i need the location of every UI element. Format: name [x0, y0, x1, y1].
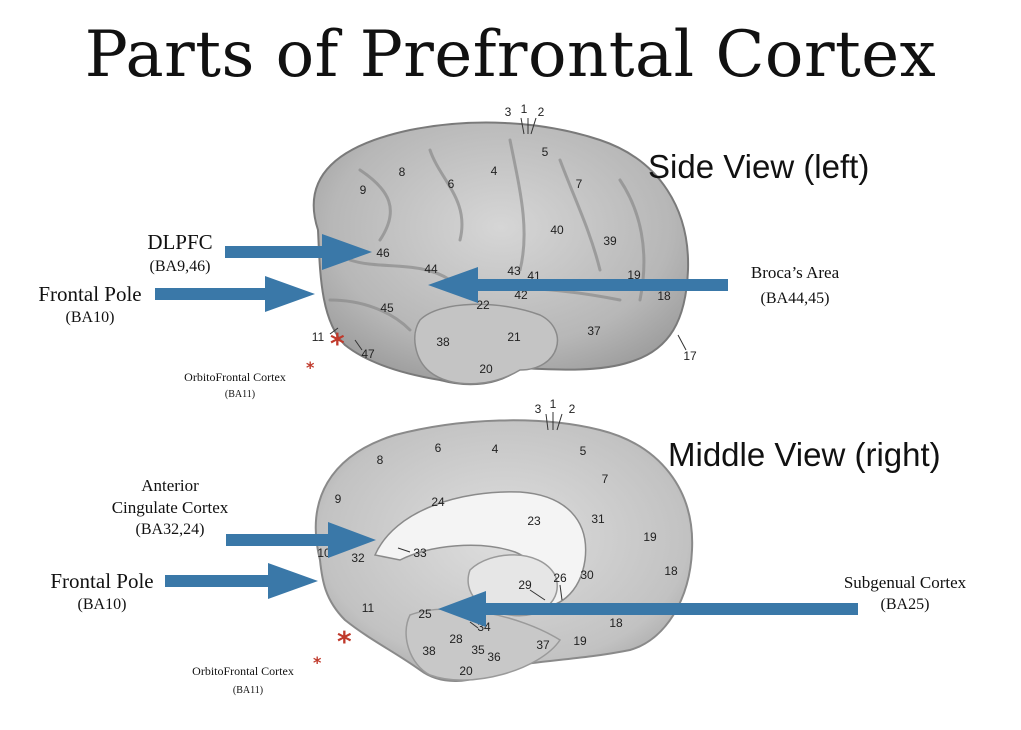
middle-frontal-pole-label: Frontal Pole: [50, 569, 154, 593]
side-area-number: 1: [521, 102, 528, 116]
page-title: Parts of Prefrontal Cortex: [84, 18, 937, 92]
side-ofc-asterisk: *: [306, 358, 315, 377]
side-area-number: 37: [587, 324, 601, 338]
middle-area-number: 8: [377, 453, 384, 467]
middle-brain-asterisk: *: [337, 625, 352, 658]
middle-area-number: 7: [602, 472, 609, 486]
subgenual-ba-label: (BA25): [880, 596, 930, 613]
middle-ofc-asterisk: *: [313, 653, 322, 672]
middle-area-number: 31: [591, 512, 605, 526]
side-area-number: 43: [507, 264, 521, 278]
side-area-number: 5: [542, 145, 549, 159]
side-area-number: 4: [491, 164, 498, 178]
middle-area-number: 32: [351, 551, 365, 565]
side-area-number: 3: [505, 105, 512, 119]
acc-arrow: [226, 522, 376, 558]
middle-area-number: 38: [422, 644, 436, 658]
middle-area-number: 9: [335, 492, 342, 506]
side-brain-asterisk: *: [330, 327, 345, 360]
middle-area-number: 36: [487, 650, 501, 664]
side-area-number: 47: [361, 347, 375, 361]
dlpfc-label: DLPFC: [147, 230, 213, 254]
side-frontal-pole-arrow: [155, 276, 315, 312]
subgenual-label: Subgenual Cortex: [843, 573, 967, 592]
middle-area-number: 3: [535, 402, 542, 416]
middle-frontal-pole-arrow: [165, 563, 318, 599]
side-brain-temporal-lobe: [414, 303, 559, 385]
middle-frontal-pole-ba-label: (BA10): [77, 596, 127, 613]
side-ofc-label: OrbitoFrontal Cortex: [184, 370, 286, 384]
side-frontal-pole-ba-label: (BA10): [65, 309, 115, 326]
side-brain-cerebrum: [312, 121, 690, 386]
middle-view-title: Middle View (right): [668, 436, 941, 473]
middle-area-number: 19: [643, 530, 657, 544]
middle-area-number: 26: [553, 571, 567, 585]
middle-area-number: 25: [418, 607, 432, 621]
middle-area-number: 4: [492, 442, 499, 456]
side-area-number: 46: [376, 246, 390, 260]
middle-area-number: 29: [518, 578, 532, 592]
middle-ofc-label: OrbitoFrontal Cortex: [192, 664, 294, 678]
middle-area-number: 24: [431, 495, 445, 509]
middle-area-number: 37: [536, 638, 550, 652]
middle-area-number: 23: [527, 514, 541, 528]
side-frontal-pole-label: Frontal Pole: [38, 282, 142, 306]
side-area-number: 42: [514, 288, 528, 302]
side-area-number: 44: [424, 262, 438, 276]
side-area-number: 18: [657, 289, 671, 303]
dlpfc-ba-label: (BA9,46): [149, 258, 211, 275]
acc-label-line2: Cingulate Cortex: [111, 498, 229, 517]
broca-arrow: [428, 267, 728, 303]
side-area-number: 38: [436, 335, 450, 349]
middle-area-number: 1: [550, 397, 557, 411]
side-ofc-ba-label: (BA11): [224, 389, 256, 400]
side-area-number: 17: [683, 349, 697, 363]
middle-area-number: 18: [664, 564, 678, 578]
side-area-number: 20: [479, 362, 493, 376]
middle-area-number: 30: [580, 568, 594, 582]
side-area-number: 22: [476, 298, 490, 312]
side-view-title: Side View (left): [648, 148, 870, 185]
middle-area-number: 5: [580, 444, 587, 458]
broca-ba-label: (BA44,45): [760, 290, 830, 307]
acc-ba-label: (BA32,24): [135, 521, 205, 538]
side-area-number: 40: [550, 223, 564, 237]
side-area-number: 21: [507, 330, 521, 344]
side-area-number: 2: [538, 105, 545, 119]
side-area-number: 9: [360, 183, 367, 197]
middle-area-number: 11: [362, 601, 375, 615]
middle-area-number: 33: [413, 546, 427, 560]
subgenual-arrow: [438, 591, 858, 627]
middle-area-number: 19: [573, 634, 587, 648]
middle-area-number: 10: [317, 546, 331, 560]
acc-label-line1: Anterior: [141, 476, 199, 495]
middle-area-number: 35: [471, 643, 485, 657]
middle-brain-corpus-callosum: [373, 491, 587, 607]
middle-area-number: 6: [435, 441, 442, 455]
side-area-number: 19: [627, 268, 641, 282]
dlpfc-arrow: [225, 234, 372, 270]
side-area-number: 6: [448, 177, 455, 191]
middle-area-number: 2: [569, 402, 576, 416]
arrows: [155, 234, 858, 627]
side-area-number: 8: [399, 165, 406, 179]
side-area-number: 11: [312, 330, 325, 344]
side-area-number: 39: [603, 234, 617, 248]
broca-label: Broca’s Area: [750, 263, 840, 282]
middle-area-number: 18: [609, 616, 623, 630]
middle-area-number: 28: [449, 632, 463, 646]
side-area-number: 45: [380, 301, 394, 315]
middle-area-number: 20: [459, 664, 473, 678]
middle-ofc-ba-label: (BA11): [232, 685, 264, 696]
side-area-number: 7: [576, 177, 583, 191]
